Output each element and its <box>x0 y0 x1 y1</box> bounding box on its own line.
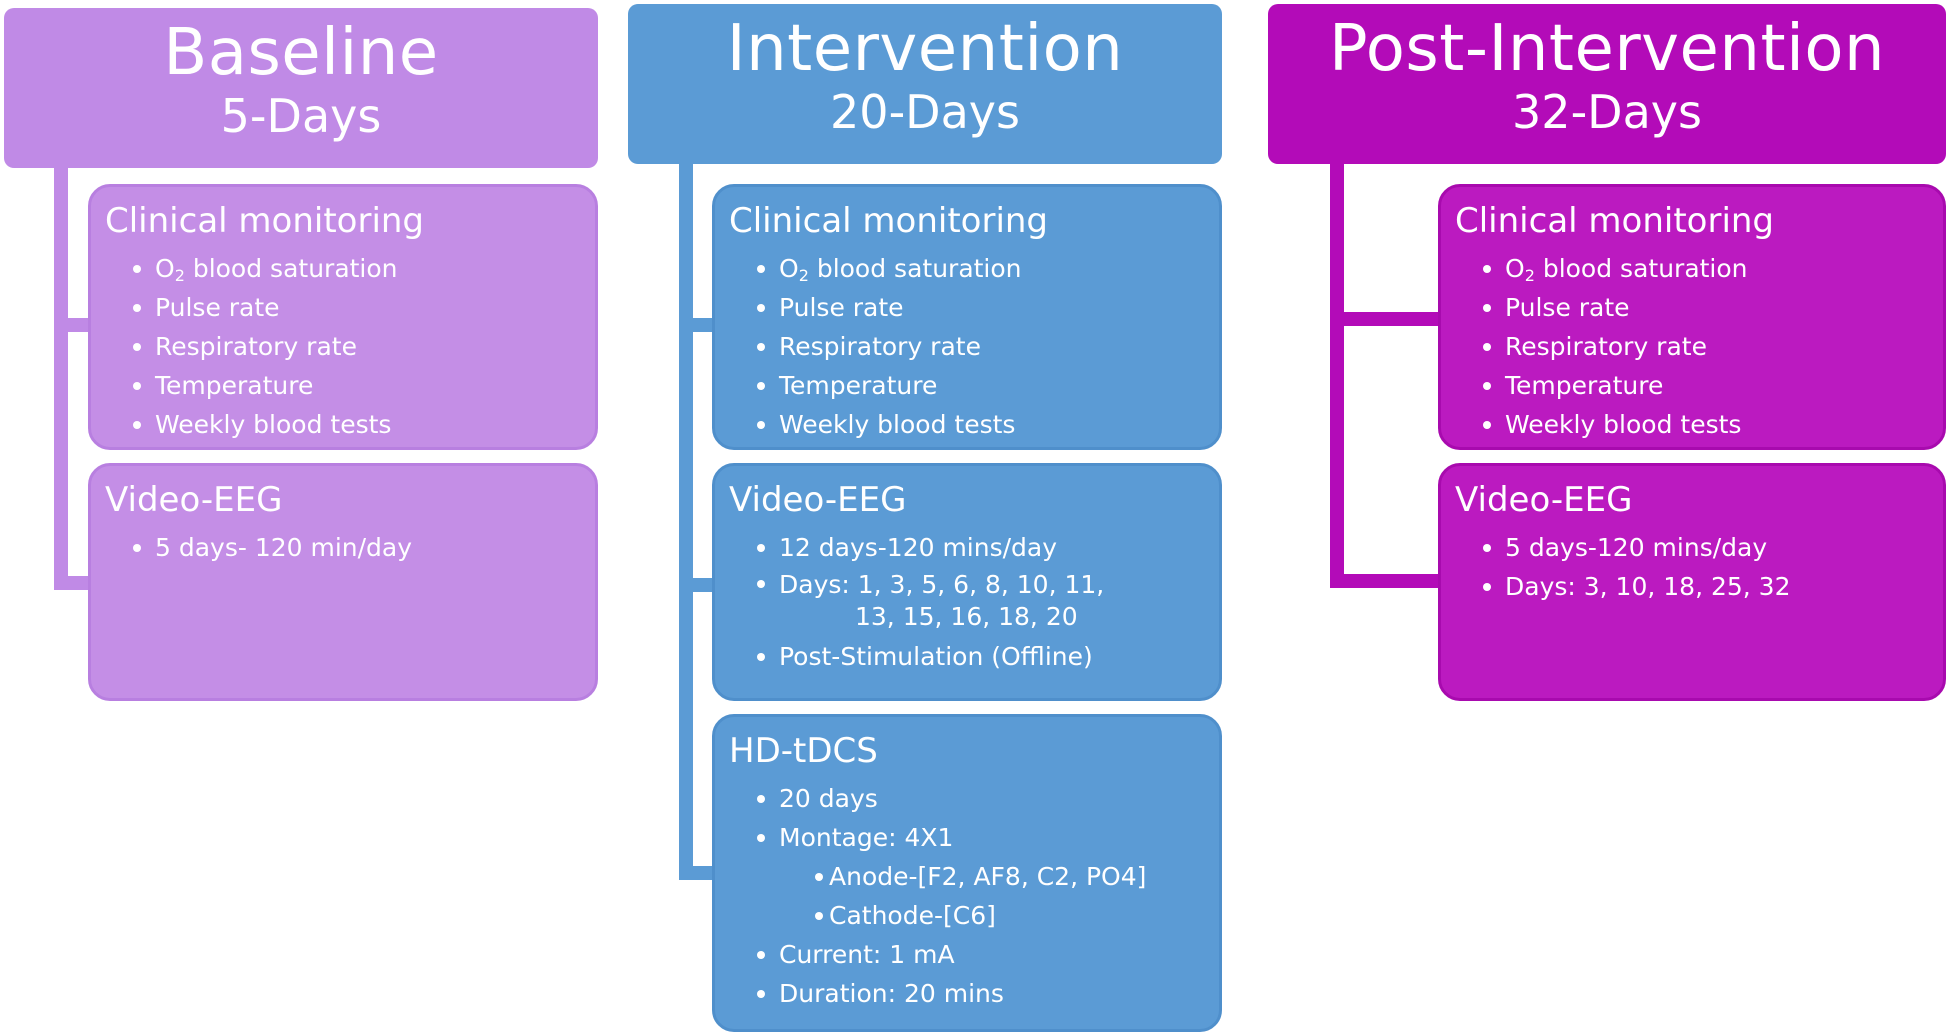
list-item: O2 blood saturation <box>1455 249 1929 288</box>
post-intervention-connector-vertical <box>1330 164 1344 588</box>
list-item: Temperature <box>729 366 1205 405</box>
list-item: Temperature <box>1455 366 1929 405</box>
list-item: Respiratory rate <box>1455 327 1929 366</box>
baseline-title: Baseline <box>163 16 439 90</box>
baseline-clinical-title: Clinical monitoring <box>105 201 425 241</box>
baseline-eeg-box: Video-EEG 5 days- 120 min/day <box>88 463 598 701</box>
list-item: Temperature <box>105 366 581 405</box>
intervention-duration: 20-Days <box>830 85 1020 139</box>
intervention-header: Intervention 20-Days <box>628 4 1222 164</box>
list-item: Respiratory rate <box>105 327 581 366</box>
eeg-days-line2: 13, 15, 16, 18, 20 <box>855 602 1078 631</box>
list-item: Weekly blood tests <box>1455 405 1929 444</box>
post-intervention-clinical-title: Clinical monitoring <box>1455 201 1775 241</box>
eeg-days-line1: Days: 1, 3, 5, 6, 8, 10, 11, <box>779 570 1105 599</box>
baseline-eeg-list: 5 days- 120 min/day <box>105 528 581 567</box>
post-intervention-connector-eeg <box>1330 574 1440 588</box>
baseline-clinical-box: Clinical monitoring O2 blood saturation … <box>88 184 598 450</box>
list-item: 5 days-120 mins/day <box>1455 528 1929 567</box>
intervention-connector-vertical <box>679 164 693 880</box>
list-item: Post-Stimulation (Offline) <box>729 637 1205 676</box>
intervention-eeg-list: 12 days-120 mins/day Days: 1, 3, 5, 6, 8… <box>729 528 1205 676</box>
intervention-connector-eeg <box>679 578 715 592</box>
list-item: Duration: 20 mins <box>729 974 1205 1013</box>
intervention-clinical-list: O2 blood saturation Pulse rate Respirato… <box>729 249 1205 444</box>
baseline-connector-clinical <box>54 318 90 332</box>
list-item: Pulse rate <box>1455 288 1929 327</box>
list-item: Weekly blood tests <box>729 405 1205 444</box>
post-intervention-eeg-box: Video-EEG 5 days-120 mins/day Days: 3, 1… <box>1438 463 1946 701</box>
list-item: 20 days <box>729 779 1205 818</box>
list-item: Current: 1 mA <box>729 935 1205 974</box>
intervention-clinical-box: Clinical monitoring O2 blood saturation … <box>712 184 1222 450</box>
post-intervention-duration: 32-Days <box>1512 85 1702 139</box>
hdtdcs-title: HD-tDCS <box>729 731 878 771</box>
baseline-duration: 5-Days <box>220 89 382 143</box>
post-intervention-header: Post-Intervention 32-Days <box>1268 4 1946 164</box>
intervention-eeg-box: Video-EEG 12 days-120 mins/day Days: 1, … <box>712 463 1222 701</box>
intervention-eeg-title: Video-EEG <box>729 480 907 520</box>
list-item: O2 blood saturation <box>105 249 581 288</box>
post-intervention-eeg-list: 5 days-120 mins/day Days: 3, 10, 18, 25,… <box>1455 528 1929 606</box>
list-item: 5 days- 120 min/day <box>105 528 581 567</box>
hdtdcs-list: 20 days Montage: 4X1 Anode-[F2, AF8, C2,… <box>729 779 1205 1013</box>
list-item: O2 blood saturation <box>729 249 1205 288</box>
list-item: Weekly blood tests <box>105 405 581 444</box>
list-item: Anode-[F2, AF8, C2, PO4] <box>729 857 1205 896</box>
list-item: Pulse rate <box>729 288 1205 327</box>
intervention-connector-clinical <box>679 318 715 332</box>
list-item: Montage: 4X1 <box>729 818 1205 857</box>
baseline-connector-eeg <box>54 576 90 590</box>
list-item: Days: 3, 10, 18, 25, 32 <box>1455 567 1929 606</box>
baseline-connector-vertical <box>54 168 68 590</box>
post-intervention-eeg-title: Video-EEG <box>1455 480 1633 520</box>
intervention-hdtdcs-box: HD-tDCS 20 days Montage: 4X1 Anode-[F2, … <box>712 714 1222 1032</box>
post-intervention-connector-clinical <box>1330 312 1440 326</box>
list-item: Days: 1, 3, 5, 6, 8, 10, 11, 13, 15, 16,… <box>729 567 1205 637</box>
intervention-title: Intervention <box>726 12 1124 86</box>
list-item: Cathode-[C6] <box>729 896 1205 935</box>
post-intervention-title: Post-Intervention <box>1328 12 1886 86</box>
list-item: Respiratory rate <box>729 327 1205 366</box>
list-item: Pulse rate <box>105 288 581 327</box>
list-item: 12 days-120 mins/day <box>729 528 1205 567</box>
intervention-clinical-title: Clinical monitoring <box>729 201 1049 241</box>
baseline-header: Baseline 5-Days <box>4 8 598 168</box>
baseline-eeg-title: Video-EEG <box>105 480 283 520</box>
post-intervention-clinical-list: O2 blood saturation Pulse rate Respirato… <box>1455 249 1929 444</box>
baseline-clinical-list: O2 blood saturation Pulse rate Respirato… <box>105 249 581 444</box>
post-intervention-clinical-box: Clinical monitoring O2 blood saturation … <box>1438 184 1946 450</box>
intervention-connector-hdtdcs <box>679 866 715 880</box>
